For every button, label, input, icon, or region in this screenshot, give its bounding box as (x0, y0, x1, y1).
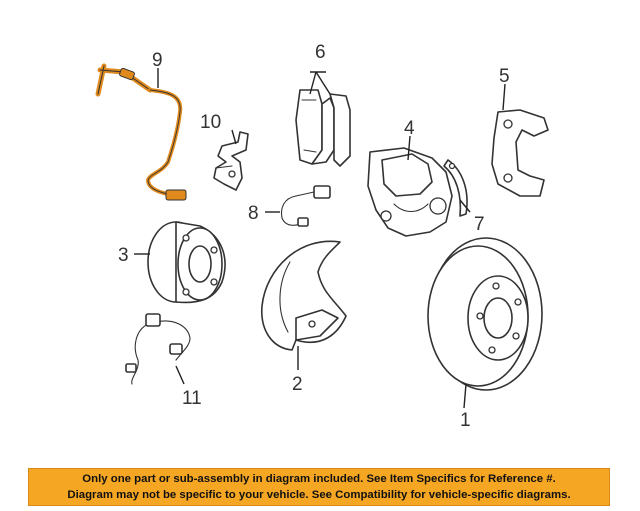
part-1-brake-rotor (427, 237, 543, 391)
disclaimer-banner: Only one part or sub-assembly in diagram… (28, 468, 610, 506)
callout-4: 4 (404, 118, 415, 139)
callout-3: 3 (118, 245, 129, 266)
part-6-brake-pads (295, 89, 351, 167)
brake-parts-diagram: 9 10 6 4 5 8 3 7 2 1 11 (95, 42, 549, 431)
part-3-wheel-hub (147, 221, 226, 304)
callout-2: 2 (292, 374, 303, 395)
callout-7: 7 (474, 214, 485, 235)
callout-6: 6 (315, 42, 326, 63)
part-8-wear-sensor (280, 185, 331, 227)
part-5-caliper-bracket (491, 109, 549, 197)
callout-11: 11 (182, 388, 202, 409)
part-9-brake-wear-sensor (95, 63, 187, 201)
part-4-brake-caliper (367, 147, 453, 237)
disclaimer-line-2: Diagram may not be specific to your vehi… (67, 489, 571, 501)
callout-1: 1 (460, 410, 471, 431)
disclaimer-line-1: Only one part or sub-assembly in diagram… (82, 473, 556, 485)
part-2-brake-dust-shield (261, 240, 347, 351)
callout-5: 5 (499, 66, 510, 87)
callout-labels: 9 10 6 4 5 8 3 7 2 1 11 (118, 42, 510, 431)
callout-leaders (134, 68, 506, 409)
part-11-abs-sensor-wire (125, 313, 191, 385)
part-10-anti-rattle-clip (213, 131, 249, 191)
callout-8: 8 (248, 203, 259, 224)
callout-10: 10 (200, 112, 221, 133)
callout-9: 9 (152, 50, 163, 71)
